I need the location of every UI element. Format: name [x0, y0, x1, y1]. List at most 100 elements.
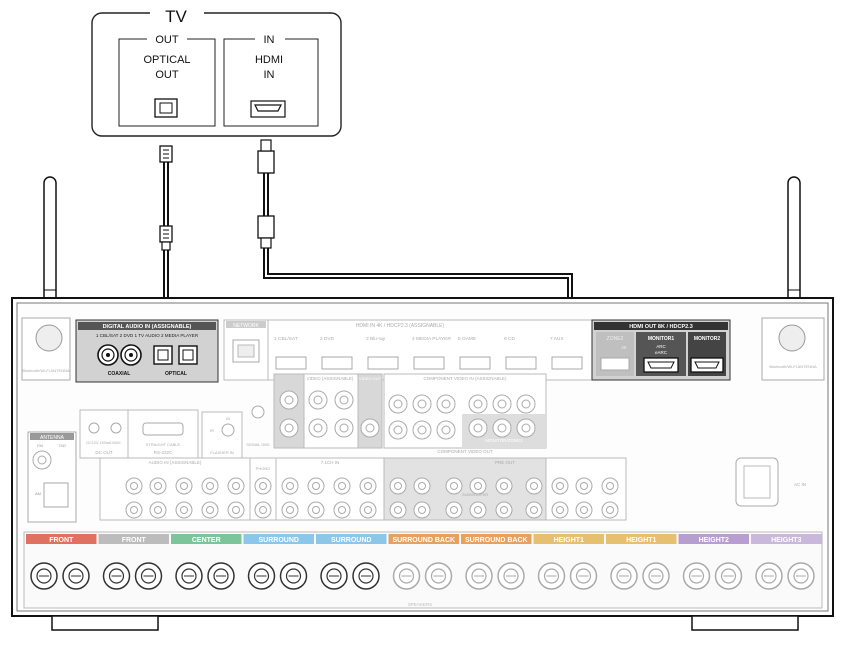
video-jack	[468, 394, 488, 414]
speaker-label: SURROUND BACK	[465, 537, 528, 544]
video-label: VIDEO (ASSIGNABLE)	[307, 376, 354, 381]
audio-jack	[125, 477, 143, 495]
audio-jack	[227, 477, 245, 495]
hdmi-in-jack: 1 CBL/SAT	[274, 336, 307, 370]
audio-jack	[389, 501, 407, 519]
fm-label: FM	[37, 443, 43, 448]
audio-jack	[601, 477, 619, 495]
audio-in-label: AUDIO IN (ASSIGNABLE)	[149, 460, 202, 465]
speaker-terminal-group: HEIGHT3	[751, 534, 822, 590]
am-label: AM	[35, 491, 41, 496]
audio-jack	[551, 477, 569, 495]
component-video-label: COMPONENT VIDEO IN (ASSIGNABLE)	[424, 376, 507, 381]
tv-optical-port	[154, 98, 178, 118]
hdmi-out-label: HDMI OUT 8K / HDCP2.3	[629, 324, 693, 330]
audio-jack	[445, 501, 463, 519]
ir-label: IR	[210, 428, 214, 433]
speaker-label: HEIGHT1	[554, 537, 584, 544]
speaker-label: HEIGHT3	[771, 537, 801, 544]
phono-label: PHONO	[256, 466, 271, 471]
video-jack	[436, 394, 456, 414]
video-jack	[412, 394, 432, 414]
video-jack	[468, 418, 488, 438]
signal-gnd-label: SIGNAL GND	[246, 443, 270, 447]
flasher-in-label: IN	[226, 416, 230, 421]
coaxial-label: COAXIAL	[108, 371, 131, 377]
right-antenna	[787, 176, 801, 300]
speaker-terminal-group: SURROUND BACK	[461, 534, 532, 590]
ac-inlet: AC IN	[735, 457, 806, 507]
hdmi-in-jack-label: 5 GAME	[458, 336, 476, 342]
fm-am-antenna-panel: ANTENNA FM 75Ω AM	[27, 431, 77, 523]
bt-antenna-left: Bluetooth/Wi-Fi ANTENNA	[21, 317, 71, 381]
video-jack	[436, 420, 456, 440]
digital-audio-sub-label: 1 CBL/SAT 2 DVD 1 TV AUDIO 2 MEDIA PLAYE…	[96, 333, 199, 338]
ohm-label: 75Ω	[58, 443, 65, 448]
audio-jack	[413, 501, 431, 519]
speaker-label: HEIGHT1	[626, 537, 656, 544]
video-jack	[308, 390, 328, 410]
coaxial-jack-2	[120, 344, 142, 366]
bt-antenna-right: Bluetooth/Wi-Fi ANTENNA	[761, 317, 825, 381]
audio-jack	[469, 501, 487, 519]
component-video-out-label: COMPONENT VIDEO OUT	[437, 449, 492, 454]
speaker-label: HEIGHT2	[699, 537, 729, 544]
video-jack	[492, 418, 512, 438]
audio-jack	[254, 477, 272, 495]
audio-jack	[525, 477, 543, 495]
tv-hdmi-label-2: IN	[264, 69, 275, 81]
digital-audio-in-label: DIGITAL AUDIO IN (ASSIGNABLE)	[103, 324, 192, 330]
speaker-terminal-group: CENTER	[171, 534, 242, 590]
tv-hdmi-label: HDMI	[255, 54, 283, 66]
monitor1-hdmi-jack	[643, 357, 679, 373]
audio-jack	[525, 501, 543, 519]
audio-jack	[389, 477, 407, 495]
speaker-label: SURROUND BACK	[392, 537, 455, 544]
optical-jack-1	[153, 345, 173, 365]
speaker-terminal-group: HEIGHT1	[606, 534, 677, 590]
video-jack	[334, 390, 354, 410]
monitor1-arc-label: ARC	[656, 344, 666, 349]
left-foot	[51, 615, 159, 631]
hdmi-in-jack-label: 6 CD	[504, 336, 515, 342]
antenna-label: ANTENNA	[40, 435, 65, 441]
audio-jack	[575, 477, 593, 495]
hdmi-in-jack: 6 CD	[504, 336, 537, 370]
audio-jack	[307, 501, 325, 519]
speaker-label: SURROUND	[259, 537, 299, 544]
audio-jack	[149, 501, 167, 519]
video-jack	[279, 390, 299, 410]
speaker-terminal-group: SURROUND	[316, 534, 387, 590]
network-label: NETWORK	[233, 323, 259, 329]
speaker-terminal-group: FRONT	[98, 534, 169, 590]
audio-jack	[333, 501, 351, 519]
bt-antenna-left-label: Bluetooth/Wi-Fi ANTENNA	[22, 368, 70, 373]
audio-jack	[254, 501, 272, 519]
monitor2-label: MONITOR2	[694, 336, 721, 342]
audio-jack	[175, 477, 193, 495]
video-out-label: VIDEO OUT	[359, 376, 382, 381]
monitor1-label: MONITOR1	[648, 336, 675, 342]
tv-out-label: OUT	[155, 34, 179, 46]
audio-jack	[281, 501, 299, 519]
hdmi-in-jack: 4 MEDIA PLAYER	[412, 336, 451, 370]
left-antenna	[43, 176, 57, 300]
audio-jack	[125, 501, 143, 519]
speaker-label: SURROUND	[331, 537, 371, 544]
hdmi-in-jack: 7 AUX	[550, 336, 583, 370]
hdmi-in-label: HDMI IN 4K / HDCP2.3 (ASSIGNABLE)	[356, 323, 445, 329]
audio-jack	[495, 477, 513, 495]
audio-jack	[575, 501, 593, 519]
audio-jack	[551, 501, 569, 519]
hdmi-in-jack-label: 4 MEDIA PLAYER	[412, 336, 451, 342]
speakers-label: SPEAKERS	[408, 602, 432, 607]
audio-jack	[359, 501, 377, 519]
audio-panel: AUDIO IN (ASSIGNABLE) PHONO 7.1CH IN PRE…	[99, 457, 627, 521]
speaker-terminal-group: HEIGHT1	[533, 534, 604, 590]
video-jack	[334, 418, 354, 438]
audio-jack	[307, 477, 325, 495]
speaker-terminal-group: FRONT	[26, 534, 97, 590]
flasher-label: FLASHER IN	[210, 450, 234, 455]
video-jack	[516, 394, 536, 414]
